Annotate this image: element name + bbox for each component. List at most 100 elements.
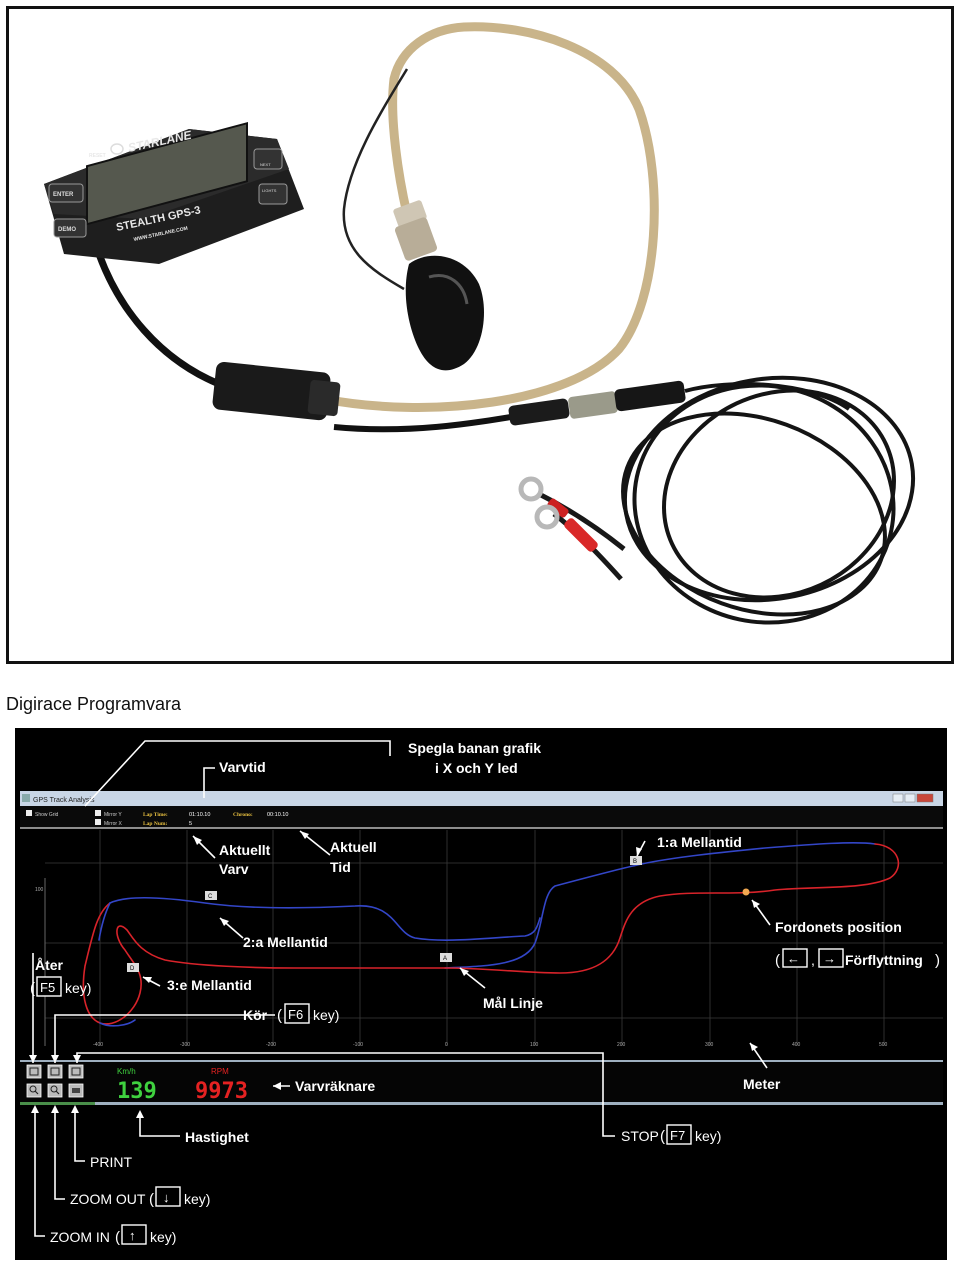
- annotation-arrowheads: [29, 831, 760, 1118]
- x-tick: 400: [792, 1042, 801, 1048]
- x-tick: -400: [93, 1042, 103, 1048]
- annotation-meter: Meter: [743, 1076, 781, 1092]
- annotation-back: Åter: [35, 957, 64, 973]
- annotation-split2: 2:a Mellantid: [243, 934, 328, 950]
- annotation-current-lap-line2: Varv: [219, 861, 249, 877]
- track-path: [82, 841, 900, 1027]
- close-button[interactable]: [916, 793, 934, 803]
- vehicle-position-marker: [742, 888, 750, 896]
- x-tick: 500: [879, 1042, 888, 1048]
- annotation-play-paren: (: [277, 1007, 282, 1024]
- mirror-x-checkbox[interactable]: [95, 819, 101, 825]
- svg-text:F6: F6: [288, 1007, 303, 1022]
- annotation-print: PRINT: [90, 1154, 132, 1170]
- print-button[interactable]: [68, 1083, 84, 1098]
- annotation-split1: 1:a Mellantid: [657, 834, 742, 850]
- speed-label: Km/h: [117, 1067, 136, 1076]
- x-tick: 100: [530, 1042, 539, 1048]
- software-screenshot: GPS Track Analysis Show Grid Mirror Y Mi…: [15, 728, 947, 1260]
- play-button[interactable]: [47, 1064, 63, 1079]
- left-arrow-key-icon: ←: [782, 948, 808, 968]
- window-controls[interactable]: [892, 793, 934, 803]
- window-title: GPS Track Analysis: [33, 797, 95, 804]
- annotation-zoom-out-key: key): [184, 1191, 210, 1207]
- progress-bar-fill: [20, 1102, 95, 1105]
- device-enter-button: ENTER: [48, 183, 84, 203]
- app-icon: [22, 794, 30, 802]
- annotation-rpm: Varvräknare: [295, 1078, 375, 1094]
- right-arrow-key-icon: →: [818, 948, 844, 968]
- annotation-zoom-in: ZOOM IN: [50, 1229, 110, 1245]
- usb-plug: [393, 200, 438, 261]
- svg-text:↑: ↑: [129, 1228, 136, 1243]
- show-grid-checkbox[interactable]: [26, 810, 32, 816]
- svg-text:←: ←: [787, 951, 800, 966]
- svg-text:D: D: [130, 966, 135, 972]
- annotation-play-key: key): [313, 1007, 339, 1023]
- zoom-in-button[interactable]: [26, 1083, 42, 1098]
- x-tick: -300: [180, 1042, 190, 1048]
- lap-num-value: 5: [189, 821, 192, 827]
- split-marker-b: B: [630, 856, 642, 865]
- annotation-stop-paren: (: [660, 1128, 665, 1145]
- gps-receiver: [405, 255, 484, 371]
- zoom-out-button[interactable]: [47, 1083, 63, 1098]
- annotation-finish-line: Mål Linje: [483, 995, 543, 1011]
- back-button[interactable]: [26, 1064, 42, 1079]
- f6-key-icon: F6: [284, 1003, 310, 1024]
- annotation-zoom-in-paren: (: [115, 1229, 120, 1246]
- svg-text:B: B: [633, 859, 637, 865]
- svg-text:F5: F5: [40, 980, 55, 995]
- lap-time-label: Lap Time:: [143, 812, 168, 818]
- annotation-back-paren: (: [30, 980, 35, 997]
- magnifier-minus-icon: [50, 1085, 58, 1093]
- annotation-zoom-in-key: key): [150, 1229, 176, 1245]
- device-reset-label: RESET: [89, 153, 106, 159]
- svg-text:C: C: [208, 894, 213, 900]
- x-axis-ticks: -400 -300 -200 -100 0 100 200 300 400 50…: [93, 1042, 888, 1048]
- x-tick: 300: [705, 1042, 714, 1048]
- device-photo: STARLANE STEALTH GPS-3 WWW.STARLANE.COM …: [6, 6, 954, 664]
- annotation-vehicle-position: Fordonets position: [775, 919, 902, 935]
- coiled-power-cable: [621, 375, 916, 625]
- annotation-play: Kör: [243, 1007, 268, 1023]
- x-tick: 0: [445, 1042, 448, 1048]
- device-photo-illustration: STARLANE STEALTH GPS-3 WWW.STARLANE.COM …: [44, 22, 916, 625]
- down-arrow-key-icon: ↓: [155, 1186, 181, 1207]
- options-bar: [20, 806, 943, 828]
- annotation-stop-key: key): [695, 1128, 721, 1144]
- svg-text:↓: ↓: [163, 1190, 170, 1205]
- device-next-button: NEXT: [253, 148, 283, 170]
- f7-key-icon: F7: [666, 1124, 692, 1145]
- annotation-mirror: Spegla banan grafik: [408, 740, 541, 756]
- svg-text:→: →: [823, 951, 836, 966]
- maximize-button[interactable]: [904, 793, 916, 803]
- svg-text:A: A: [443, 956, 447, 962]
- x-tick: -100: [353, 1042, 363, 1048]
- lap-time-value: 01:10.10: [189, 812, 210, 818]
- y-axis-tick: 100: [35, 887, 44, 893]
- annotation-split3: 3:e Mellantid: [167, 977, 252, 993]
- annotation-current-time: Aktuell: [330, 839, 377, 855]
- annotation-speed: Hastighet: [185, 1129, 249, 1145]
- mirror-y-checkbox[interactable]: [95, 810, 101, 816]
- annotation-current-time-line2: Tid: [330, 859, 351, 875]
- annotation-laptime: Varvtid: [219, 759, 266, 775]
- power-connector: [508, 380, 686, 426]
- annotation-move-close: ): [935, 952, 940, 969]
- stop-button[interactable]: [68, 1064, 84, 1079]
- cable-splitter: [212, 361, 341, 421]
- annotation-back-key: key): [65, 980, 91, 996]
- mirror-y-label: Mirror Y: [104, 812, 122, 818]
- rpm-readout: 9973: [195, 1079, 248, 1104]
- split-marker-a: A: [440, 953, 452, 962]
- annotation-move-paren: (: [775, 952, 780, 969]
- gps-laptimer-device: [44, 121, 304, 264]
- track-plot[interactable]: 100 -400 -300 -200 -100 0 100 200 300 40…: [20, 830, 943, 1060]
- magnifier-plus-icon: [29, 1085, 37, 1093]
- minimize-button[interactable]: [892, 793, 904, 803]
- annotation-zoom-out: ZOOM OUT: [70, 1191, 146, 1207]
- rpm-label: RPM: [211, 1067, 229, 1076]
- svg-text:DEMO: DEMO: [58, 227, 76, 233]
- split-marker-c: C: [205, 891, 217, 900]
